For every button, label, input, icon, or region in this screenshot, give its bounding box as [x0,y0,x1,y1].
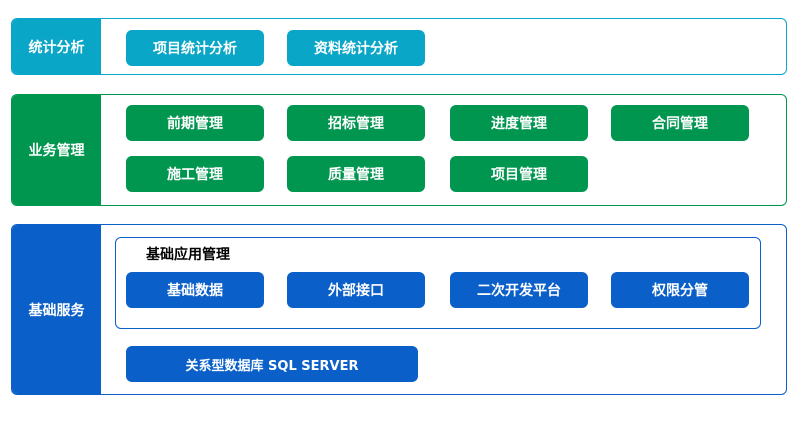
database-button[interactable]: 关系型数据库 SQL SERVER [126,346,418,382]
layer-business-label: 业务管理 [12,95,101,205]
business-item-contract[interactable]: 合同管理 [611,105,749,141]
base-item-data[interactable]: 基础数据 [126,272,264,308]
layer-stats-label: 统计分析 [12,19,101,74]
base-app-group-title: 基础应用管理 [146,247,230,263]
business-item-project[interactable]: 项目管理 [450,156,588,192]
business-item-quality[interactable]: 质量管理 [287,156,425,192]
stats-item-document[interactable]: 资料统计分析 [287,30,425,66]
base-app-group: 基础应用管理 基础数据 外部接口 二次开发平台 权限分管 [115,237,761,329]
business-item-bidding[interactable]: 招标管理 [287,105,425,141]
base-item-dev-platform[interactable]: 二次开发平台 [450,272,588,308]
layer-stats: 统计分析 项目统计分析 资料统计分析 [11,18,787,75]
layer-base-label: 基础服务 [12,225,101,394]
business-item-construction[interactable]: 施工管理 [126,156,264,192]
business-item-schedule[interactable]: 进度管理 [450,105,588,141]
base-item-permissions[interactable]: 权限分管 [611,272,749,308]
business-item-preliminary[interactable]: 前期管理 [126,105,264,141]
base-item-interface[interactable]: 外部接口 [287,272,425,308]
stats-item-project[interactable]: 项目统计分析 [126,30,264,66]
layer-base: 基础服务 基础应用管理 基础数据 外部接口 二次开发平台 权限分管 关系型数据库… [11,224,787,395]
layer-business: 业务管理 前期管理 招标管理 进度管理 合同管理 施工管理 质量管理 项目管理 [11,94,787,206]
